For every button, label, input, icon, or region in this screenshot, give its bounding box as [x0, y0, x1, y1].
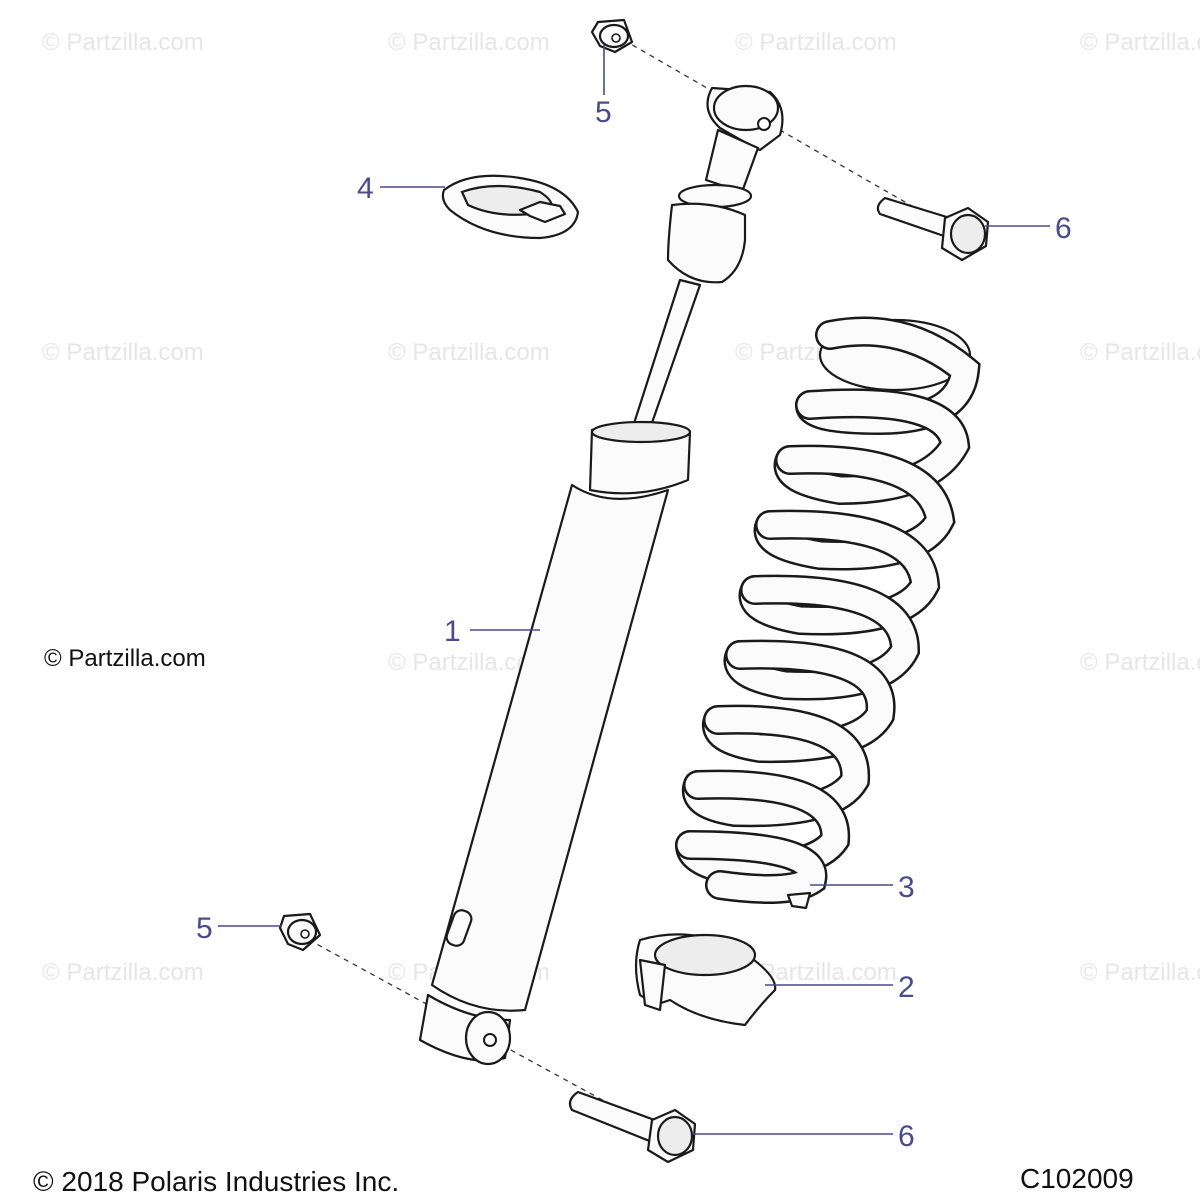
- nut-top: [590, 18, 634, 54]
- alignment-line-top: [614, 34, 951, 229]
- shock-absorber: [418, 84, 784, 1066]
- lower-spring-seat: [634, 933, 777, 1027]
- watermark: © Partzilla.com: [1080, 649, 1200, 676]
- watermark: © Partzilla.com: [42, 339, 204, 366]
- bolt-top: [876, 196, 990, 262]
- callout-3: 3: [898, 871, 915, 904]
- bolt-bottom: [568, 1090, 697, 1164]
- watermark: © Partzilla.com: [1080, 29, 1200, 56]
- callout-6-bottom: 6: [898, 1120, 915, 1153]
- watermark: © Partzilla.com: [735, 29, 897, 56]
- callout-5-top: 5: [595, 96, 612, 129]
- callout-2: 2: [898, 971, 915, 1004]
- watermark: © Partzilla.com: [1080, 959, 1200, 986]
- watermark-emphasized: © Partzilla.com: [44, 645, 206, 672]
- diagram-code: C102009: [1020, 1163, 1134, 1194]
- watermark: © Partzilla.com: [388, 339, 550, 366]
- watermark: © Partzilla.com: [388, 29, 550, 56]
- callout-labels: 1 2 3 4 5 5 6 6: [196, 96, 1072, 1153]
- spring-retainer-clip: [441, 174, 580, 240]
- leader-lines: [218, 45, 1050, 1135]
- nut-bottom: [278, 912, 322, 952]
- callout-1: 1: [444, 615, 461, 648]
- copyright-notice: © 2018 Polaris Industries Inc.: [33, 1166, 399, 1197]
- watermark: © Partzilla.com: [42, 959, 204, 986]
- watermark: © Partzilla.com: [1080, 339, 1200, 366]
- watermark: © Partzilla.com: [42, 29, 204, 56]
- coil-spring: [675, 316, 981, 910]
- callout-5-bottom: 5: [196, 912, 213, 945]
- callout-6-top: 6: [1055, 212, 1072, 245]
- callout-4: 4: [357, 172, 374, 205]
